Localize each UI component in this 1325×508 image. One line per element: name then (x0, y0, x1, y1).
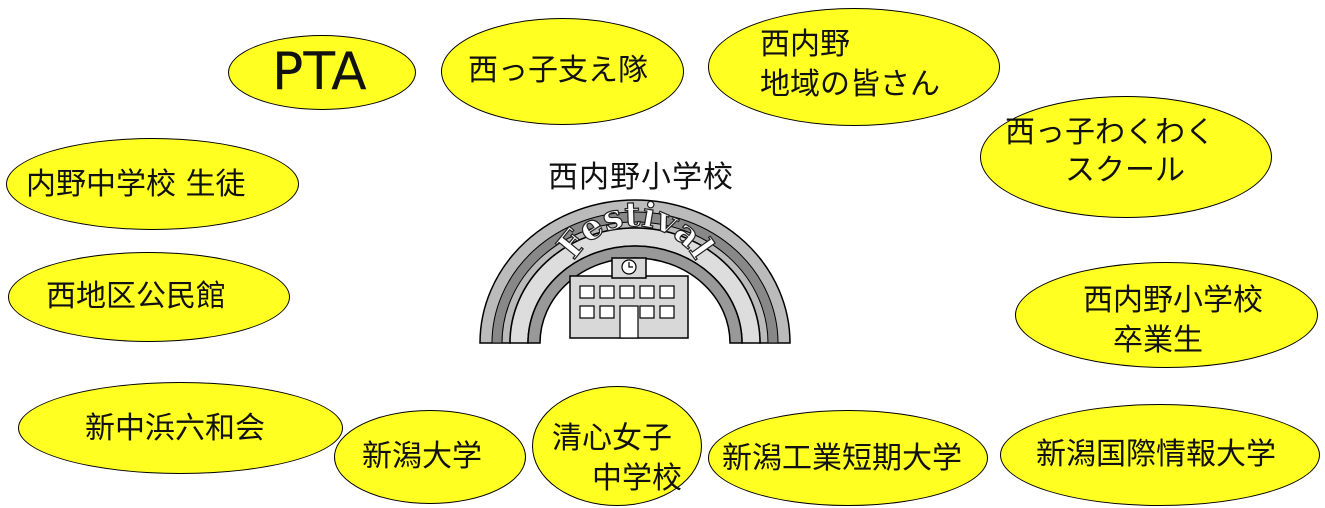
alumni-label-line1: 西内野小学校 (1083, 283, 1263, 318)
uchino-jhs-label: 内野中学校 生徒 (26, 167, 246, 202)
kokusai-joho-label: 新潟国際情報大学 (1036, 437, 1276, 472)
center-school-title: 西内野小学校 (548, 160, 734, 195)
wakuwaku-bubble (980, 96, 1272, 218)
pta-bubble (228, 35, 416, 110)
niigata-univ-bubble (334, 410, 526, 504)
seishin-label-line1: 清心女子 (552, 421, 672, 456)
alumni-bubble (1015, 262, 1318, 368)
wakuwaku-label-line2: スクール (1065, 153, 1185, 188)
alumni-label-line2: 卒業生 (1113, 323, 1203, 358)
shinnaka-bubble (18, 382, 343, 474)
chiiki-label-line2: 地域の皆さん (760, 67, 940, 102)
niigata-univ-label: 新潟大学 (362, 439, 482, 474)
kogyo-tanki-bubble (708, 410, 988, 506)
kogyo-tanki-label: 新潟工業短期大学 (722, 441, 962, 476)
nishikko-sasaetai-bubble (441, 18, 684, 125)
chiiki-bubble (708, 8, 1000, 126)
festival-school-logo: Festival (479, 194, 791, 344)
wakuwaku-label-line1: 西っ子わくわく (1005, 115, 1215, 150)
seishin-label-line2: 中学校 (592, 461, 682, 496)
kokusai-joho-bubble (1000, 404, 1320, 506)
nishikko-sasaetai-label: 西っ子支え隊 (468, 53, 648, 88)
chiiki-label-line1: 西内野 (760, 27, 850, 62)
nishi-kouminkan-bubble (8, 252, 290, 342)
school-building-icon (569, 257, 689, 339)
seishin-bubble (532, 386, 702, 506)
shinnaka-label: 新中浜六和会 (85, 411, 265, 446)
pta-label: PTA (272, 42, 367, 102)
nishi-kouminkan-label: 西地区公民館 (46, 279, 226, 314)
uchino-jhs-bubble (6, 138, 299, 230)
